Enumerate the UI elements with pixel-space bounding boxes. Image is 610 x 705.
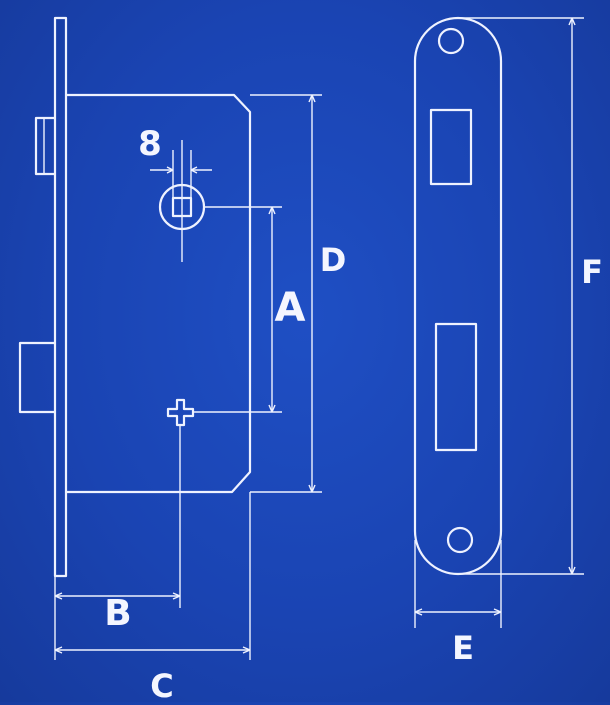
latch-bolt [34,116,55,176]
label-d: D [319,241,347,279]
label-c: C [150,667,174,705]
top-screw-hole [437,27,465,55]
strike-plate-outline [413,16,503,576]
dimension-lines-strike [414,17,584,628]
latch-slot [429,108,473,186]
bolt-slot [434,322,478,452]
label-f: F [581,253,603,291]
label-b: B [104,593,132,634]
label-spindle-size: 8 [138,124,162,164]
lock-case [66,93,252,494]
strike-plate [413,16,503,576]
label-e: E [452,629,474,667]
faceplate [53,16,68,578]
keyhole [166,398,195,427]
label-a: A [274,285,306,331]
bottom-screw-hole [446,526,474,554]
dimension-lines-body [54,94,322,660]
lock-body [18,16,252,578]
dead-bolt [18,341,55,414]
